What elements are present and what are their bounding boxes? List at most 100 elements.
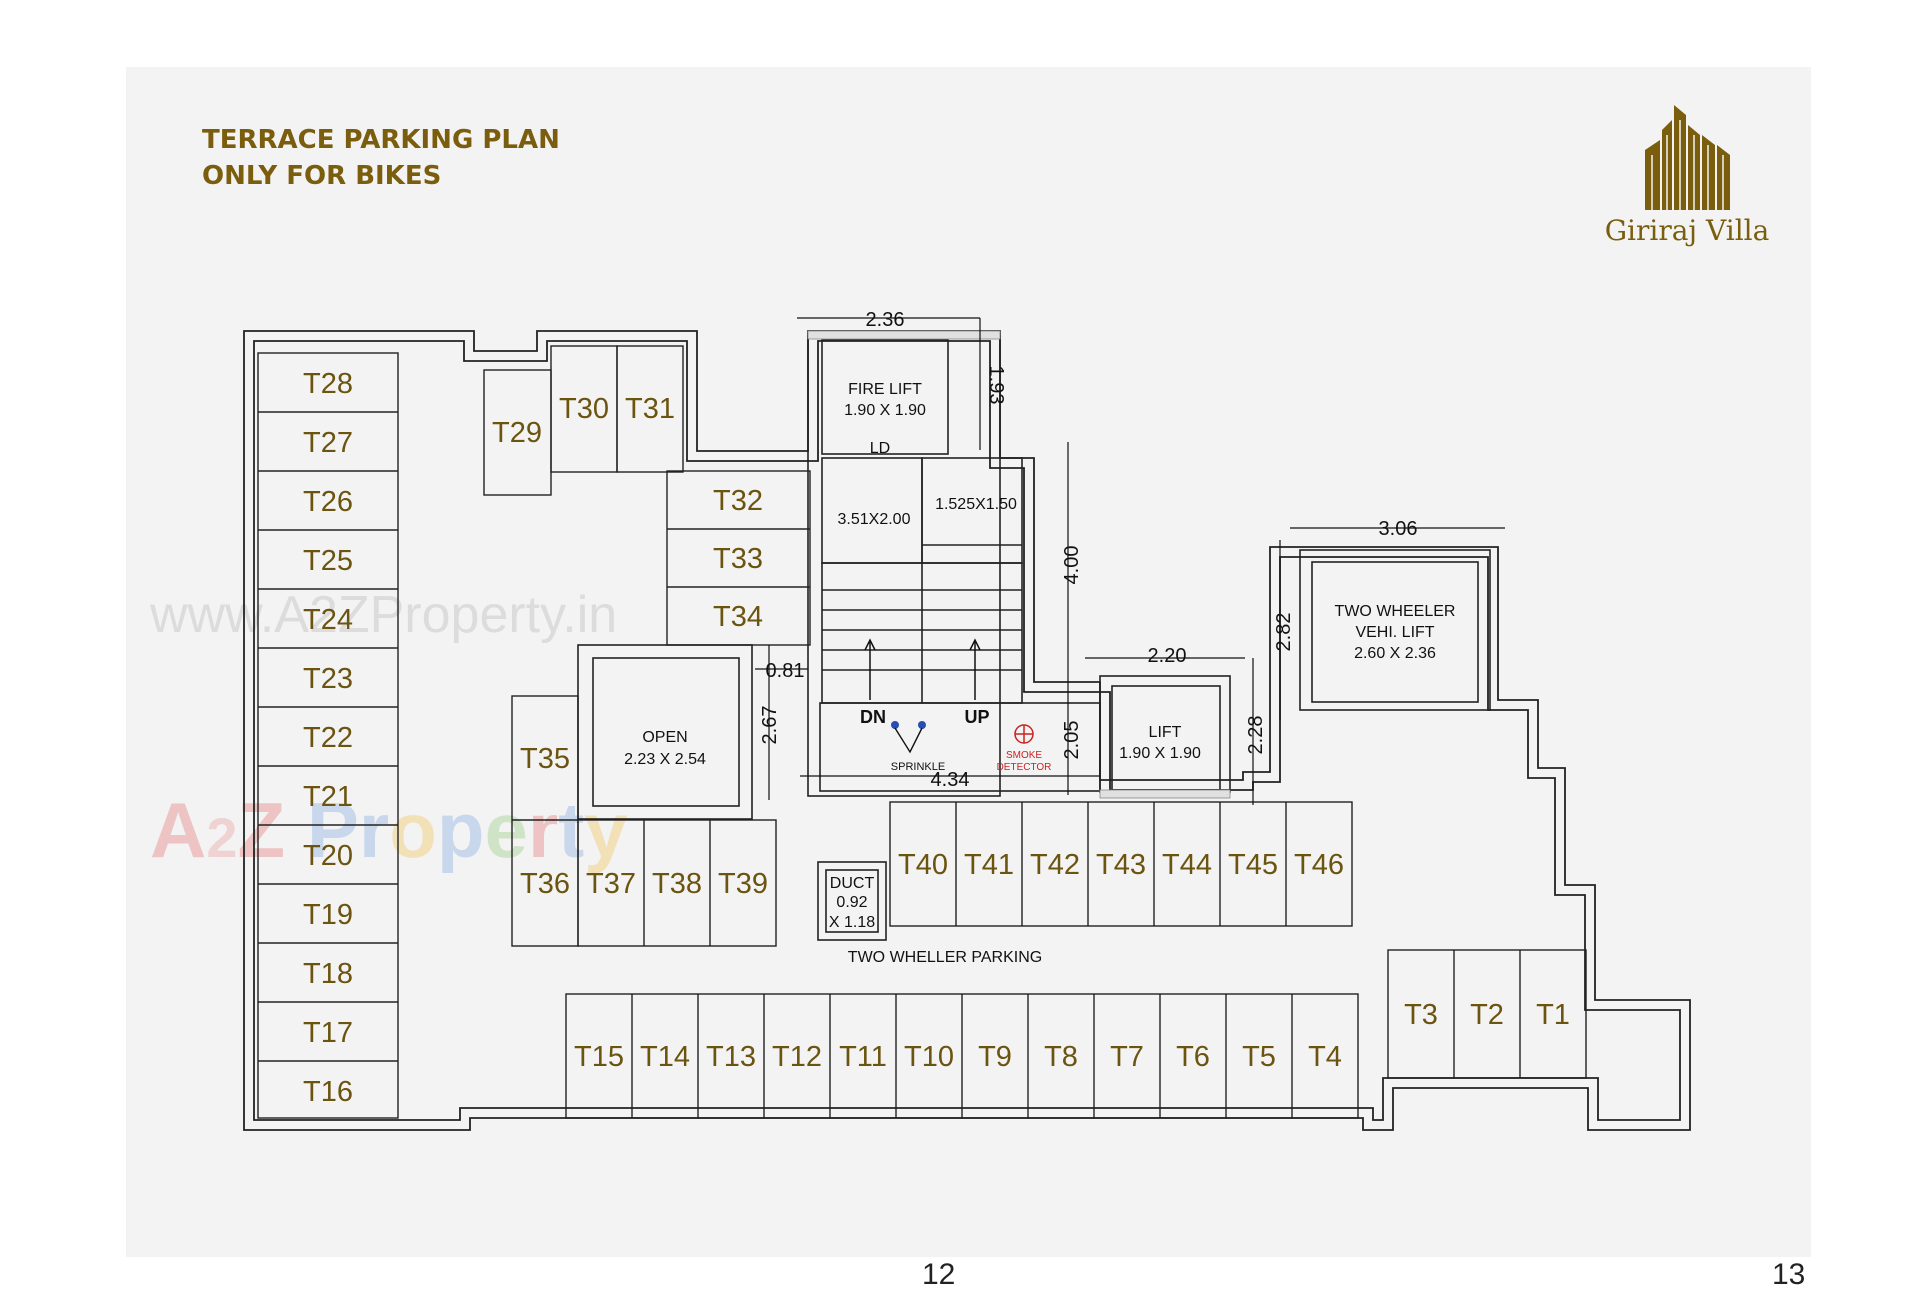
dim-lift-width: 2.20 — [1148, 645, 1187, 667]
dim-lobby-width: 4.34 — [931, 769, 970, 791]
plan-panel — [126, 67, 1811, 1257]
ld-label: LD — [870, 440, 890, 457]
slot-T15: T15 — [574, 1041, 624, 1073]
slot-T33: T33 — [713, 543, 763, 575]
slot-T7: T7 — [1110, 1041, 1144, 1073]
slot-labels: T28 T27 T26 T25 T24 T23 T22 T21 T20 T19 … — [303, 368, 1570, 1108]
duct-name: DUCT — [830, 875, 875, 892]
dim-fire-lift-depth: 1.93 — [985, 366, 1007, 405]
slot-T10: T10 — [904, 1041, 954, 1073]
slot-T29: T29 — [492, 417, 542, 449]
two-wheeler-lift-size: 2.60 X 2.36 — [1354, 645, 1436, 662]
slot-T40: T40 — [898, 849, 948, 881]
slot-T17: T17 — [303, 1017, 353, 1049]
parking-label: TWO WHELLER PARKING — [848, 949, 1042, 966]
slot-T5: T5 — [1242, 1041, 1276, 1073]
slot-grid — [257, 345, 1587, 1119]
brand-name: Giriraj Villa — [1605, 214, 1770, 247]
watermark-brand: A2Z Property — [150, 786, 628, 874]
hatched-walls — [807, 330, 1231, 799]
slot-T43: T43 — [1096, 849, 1146, 881]
giriraj-villa-logo: Giriraj Villa — [1605, 105, 1770, 247]
slot-T31: T31 — [625, 393, 675, 425]
slot-T13: T13 — [706, 1041, 756, 1073]
slot-T8: T8 — [1044, 1041, 1078, 1073]
slot-T22: T22 — [303, 722, 353, 754]
duct-height: X 1.18 — [829, 914, 875, 931]
core-structure — [577, 335, 1491, 941]
dim-two-wheeler-width: 3.06 — [1379, 518, 1418, 540]
slot-T12: T12 — [772, 1041, 822, 1073]
slot-T44: T44 — [1162, 849, 1212, 881]
slot-T21: T21 — [303, 781, 353, 813]
slot-T23: T23 — [303, 663, 353, 695]
page-number-left: 12 — [922, 1258, 956, 1291]
dim-stair-height: 4.00 — [1061, 546, 1083, 585]
two-wheeler-lift-line2: VEHI. LIFT — [1355, 624, 1434, 641]
slot-T30: T30 — [559, 393, 609, 425]
slot-T18: T18 — [303, 958, 353, 990]
slot-T35: T35 — [520, 743, 570, 775]
slot-T19: T19 — [303, 899, 353, 931]
slot-T2: T2 — [1470, 999, 1504, 1031]
watermark-url: www.A2ZProperty.in — [150, 586, 618, 644]
open-size: 2.23 X 2.54 — [624, 751, 706, 768]
slot-T20: T20 — [303, 840, 353, 872]
smoke-detector-icon — [1014, 724, 1034, 744]
fire-lift-size: 1.90 X 1.90 — [844, 402, 926, 419]
dimension-labels: 2.36 1.93 4.00 3.06 2.82 2.20 2.28 2.05 … — [759, 309, 1417, 791]
slot-T11: T11 — [839, 1041, 887, 1073]
slot-T3: T3 — [1404, 999, 1438, 1031]
dim-fire-lift-width: 2.36 — [866, 309, 905, 331]
slot-T1: T1 — [1536, 999, 1570, 1031]
slot-T6: T6 — [1176, 1041, 1210, 1073]
page-number-right: 13 — [1772, 1258, 1806, 1291]
duct-width: 0.92 — [836, 894, 867, 911]
slot-T26: T26 — [303, 486, 353, 518]
building-outline — [243, 330, 1691, 1131]
stair-small-size: 1.525X1.50 — [935, 496, 1017, 513]
sprinkler-icon — [891, 721, 926, 754]
dim-gap: 0.81 — [766, 660, 805, 682]
slot-T9: T9 — [978, 1041, 1012, 1073]
stair-down-label: DN — [860, 707, 886, 727]
two-wheeler-lift-line1: TWO WHEELER — [1335, 603, 1456, 620]
detector-label: DETECTOR — [997, 762, 1052, 773]
slot-T36: T36 — [520, 868, 570, 900]
smoke-label: SMOKE — [1006, 750, 1042, 761]
slot-T14: T14 — [640, 1041, 690, 1073]
slot-T42: T42 — [1030, 849, 1080, 881]
slot-T39: T39 — [718, 868, 768, 900]
slot-T25: T25 — [303, 545, 353, 577]
fire-lift-name: FIRE LIFT — [848, 381, 922, 398]
stair-arrows — [864, 638, 981, 700]
open-name: OPEN — [642, 729, 687, 746]
slot-T37: T37 — [586, 868, 636, 900]
dimension-lines — [755, 317, 1505, 805]
lift-name: LIFT — [1149, 724, 1182, 741]
plan-title: TERRACE PARKING PLAN ONLY FOR BIKES — [202, 122, 560, 194]
slot-T16: T16 — [303, 1076, 353, 1108]
slot-T28: T28 — [303, 368, 353, 400]
plan-title-line1: TERRACE PARKING PLAN — [202, 125, 560, 155]
stair-landing-size: 3.51X2.00 — [838, 511, 911, 528]
sprinkle-label: SPRINKLE — [891, 761, 945, 773]
slot-T34: T34 — [713, 601, 763, 633]
room-labels: FIRE LIFT 1.90 X 1.90 LD 3.51X2.00 1.525… — [624, 381, 1455, 966]
dim-two-wheeler-depth: 2.82 — [1273, 613, 1295, 652]
slot-T32: T32 — [713, 485, 763, 517]
dim-lobby-height: 2.05 — [1061, 721, 1083, 760]
slot-T46: T46 — [1294, 849, 1344, 881]
slot-T41: T41 — [964, 849, 1014, 881]
slot-T27: T27 — [303, 427, 353, 459]
stair-up-label: UP — [964, 707, 989, 727]
lift-size: 1.90 X 1.90 — [1119, 745, 1201, 762]
slot-T38: T38 — [652, 868, 702, 900]
slot-T4: T4 — [1308, 1041, 1342, 1073]
plan-title-line2: ONLY FOR BIKES — [202, 161, 442, 191]
slot-T24: T24 — [303, 604, 353, 636]
dim-lift-depth: 2.28 — [1245, 716, 1267, 755]
dim-open-height: 2.67 — [759, 706, 781, 745]
slot-T45: T45 — [1228, 849, 1278, 881]
